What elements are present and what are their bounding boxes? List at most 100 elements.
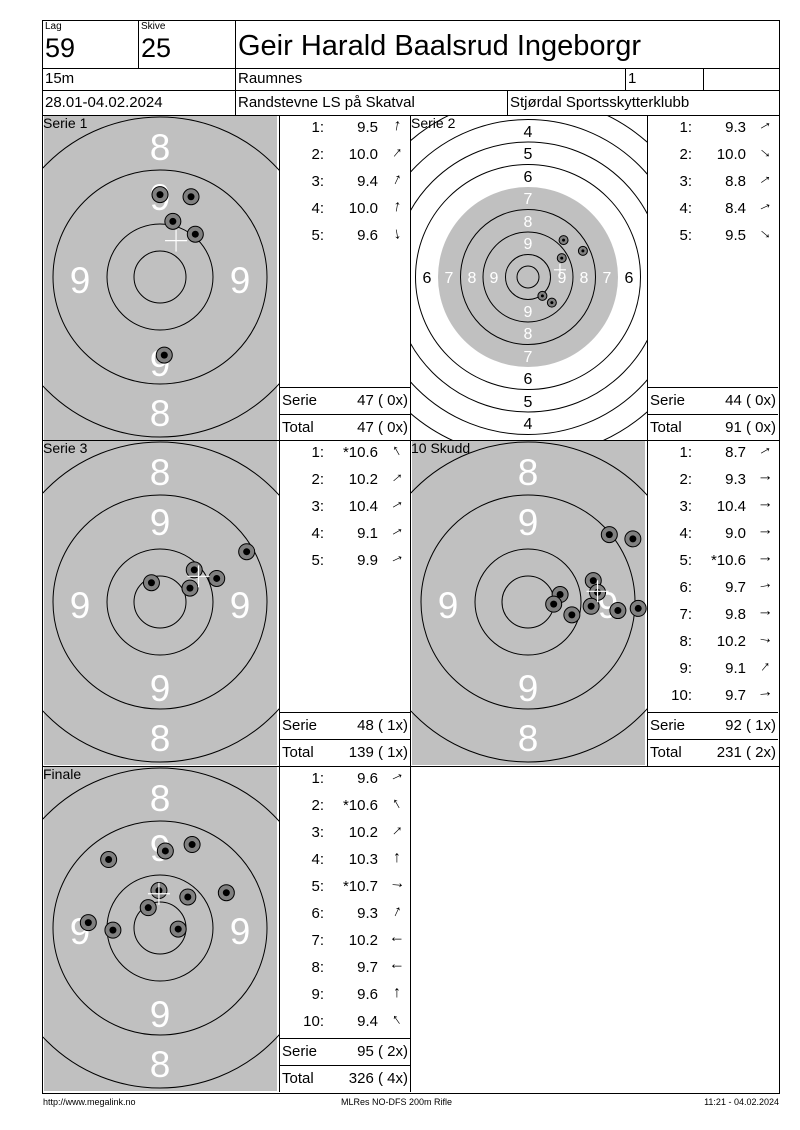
direction-arrow-icon: ↑ [388,524,407,540]
ring-label: 7 [445,270,454,287]
shot-number: 6: [311,905,324,922]
shot-row: 3:10.4↑ [280,494,410,521]
direction-arrow-icon: ↑ [757,555,774,563]
shot-value: 9.4 [357,1013,378,1030]
shot-number: 3: [311,824,324,841]
direction-arrow-icon: ↑ [756,144,775,162]
ring-label: 8 [150,1044,171,1085]
shot-value: 9.7 [357,959,378,976]
shot-hole [558,235,569,246]
shot-list: 1:8.7↑2:9.3↑3:10.4↑4:9.0↑5:*10.6↑6:9.7↑7… [647,440,778,766]
shot-row: 6:9.3↑ [280,901,410,928]
ring-label: 9 [230,585,251,626]
ring-label: 6 [625,270,634,287]
direction-arrow-icon: ↑ [389,170,405,189]
total-score: 91 ( 0x) [725,419,776,436]
shot-row: 9:9.1↑ [648,656,778,683]
shot-hole [181,579,199,597]
shot-number: 3: [311,173,324,190]
shot-value: 8.7 [725,444,746,461]
shot-row: 4:9.0↑ [648,521,778,548]
shot-row: 2:10.0↑ [280,142,410,169]
target-ring [415,164,641,390]
serie-label: Serie [282,392,318,409]
footer-timestamp: 11:21 - 04.02.2024 [704,1097,779,1107]
target-1: Serie 1889999 [42,115,279,441]
host: Stjørdal Sportsskytterklubb [510,94,690,111]
shot-hole [582,597,600,615]
skive-value: 25 [141,33,172,63]
target-5: Finale889999 [42,766,279,1092]
shot-hole [169,920,187,938]
ring-label: 9 [524,236,533,253]
shot-value: 8.8 [725,173,746,190]
target-ring [106,223,214,331]
ring-label: 5 [524,394,533,411]
ring-label: 8 [150,452,171,493]
shot-value: 10.3 [348,851,378,868]
dates: 28.01-04.02.2024 [45,94,163,111]
direction-arrow-icon: ↑ [388,935,405,943]
shot-value: 9.6 [357,986,378,1003]
shot-value: 10.2 [716,633,746,650]
serie-label: Serie [282,717,318,734]
shot-row: 1:9.5↑ [280,115,410,142]
target-ring [460,209,596,345]
shot-hole [100,851,118,869]
shot-value: 9.9 [357,552,378,569]
direction-arrow-icon: ↑ [757,501,774,509]
mean-point-cross [147,882,170,905]
target-ring [133,250,187,304]
ring-label: 6 [524,371,533,388]
class: 1 [628,70,637,87]
shot-value: 9.3 [357,905,378,922]
shot-number: 9: [311,986,324,1003]
direction-arrow-icon: ↑ [756,199,775,215]
shot-row: 5:9.6↑ [280,223,410,250]
panel-title: Serie 3 [43,440,88,456]
shot-number: 3: [679,498,692,515]
shot-row: 3:8.8↑ [648,169,778,196]
direction-arrow-icon: ↑ [757,474,774,482]
ring-label: 8 [524,214,533,231]
shot-value: 9.7 [725,687,746,704]
shot-hole [609,602,627,620]
shot-hole [156,842,174,860]
shot-value: 10.2 [348,471,378,488]
shot-row: 1:9.6↑ [280,766,410,793]
serie-label: Serie [650,717,686,734]
shot-value: 9.1 [725,660,746,677]
shot-number: 7: [679,606,692,623]
target-ring [52,169,268,385]
footer-url[interactable]: http://www.megalink.no [43,1097,136,1107]
ring-label: 4 [524,124,533,141]
shot-value: 9.3 [725,471,746,488]
shot-number: 2: [679,146,692,163]
shot-hole [537,290,548,301]
target-ring [52,820,268,1036]
column-divider [410,766,411,1092]
shot-hole [179,888,197,906]
direction-arrow-icon: ↑ [391,225,403,244]
shot-number: 5: [311,227,324,244]
event-cell: Randstevne LS på Skatval [235,90,508,116]
shot-row: 10:9.7↑ [648,683,778,710]
ring-label: 7 [603,270,612,287]
shot-row: 1:9.3↑ [648,115,778,142]
shot-number: 2: [311,797,324,814]
shot-number: 4: [311,200,324,217]
direction-arrow-icon: ↑ [757,528,774,536]
serie-score: 95 ( 2x) [357,1043,408,1060]
shot-hole [151,186,169,204]
event: Randstevne LS på Skatval [238,94,415,111]
shot-hole [556,253,567,264]
ring-label: 9 [230,911,251,952]
shot-number: 1: [311,119,324,136]
total-label: Total [282,1070,314,1087]
